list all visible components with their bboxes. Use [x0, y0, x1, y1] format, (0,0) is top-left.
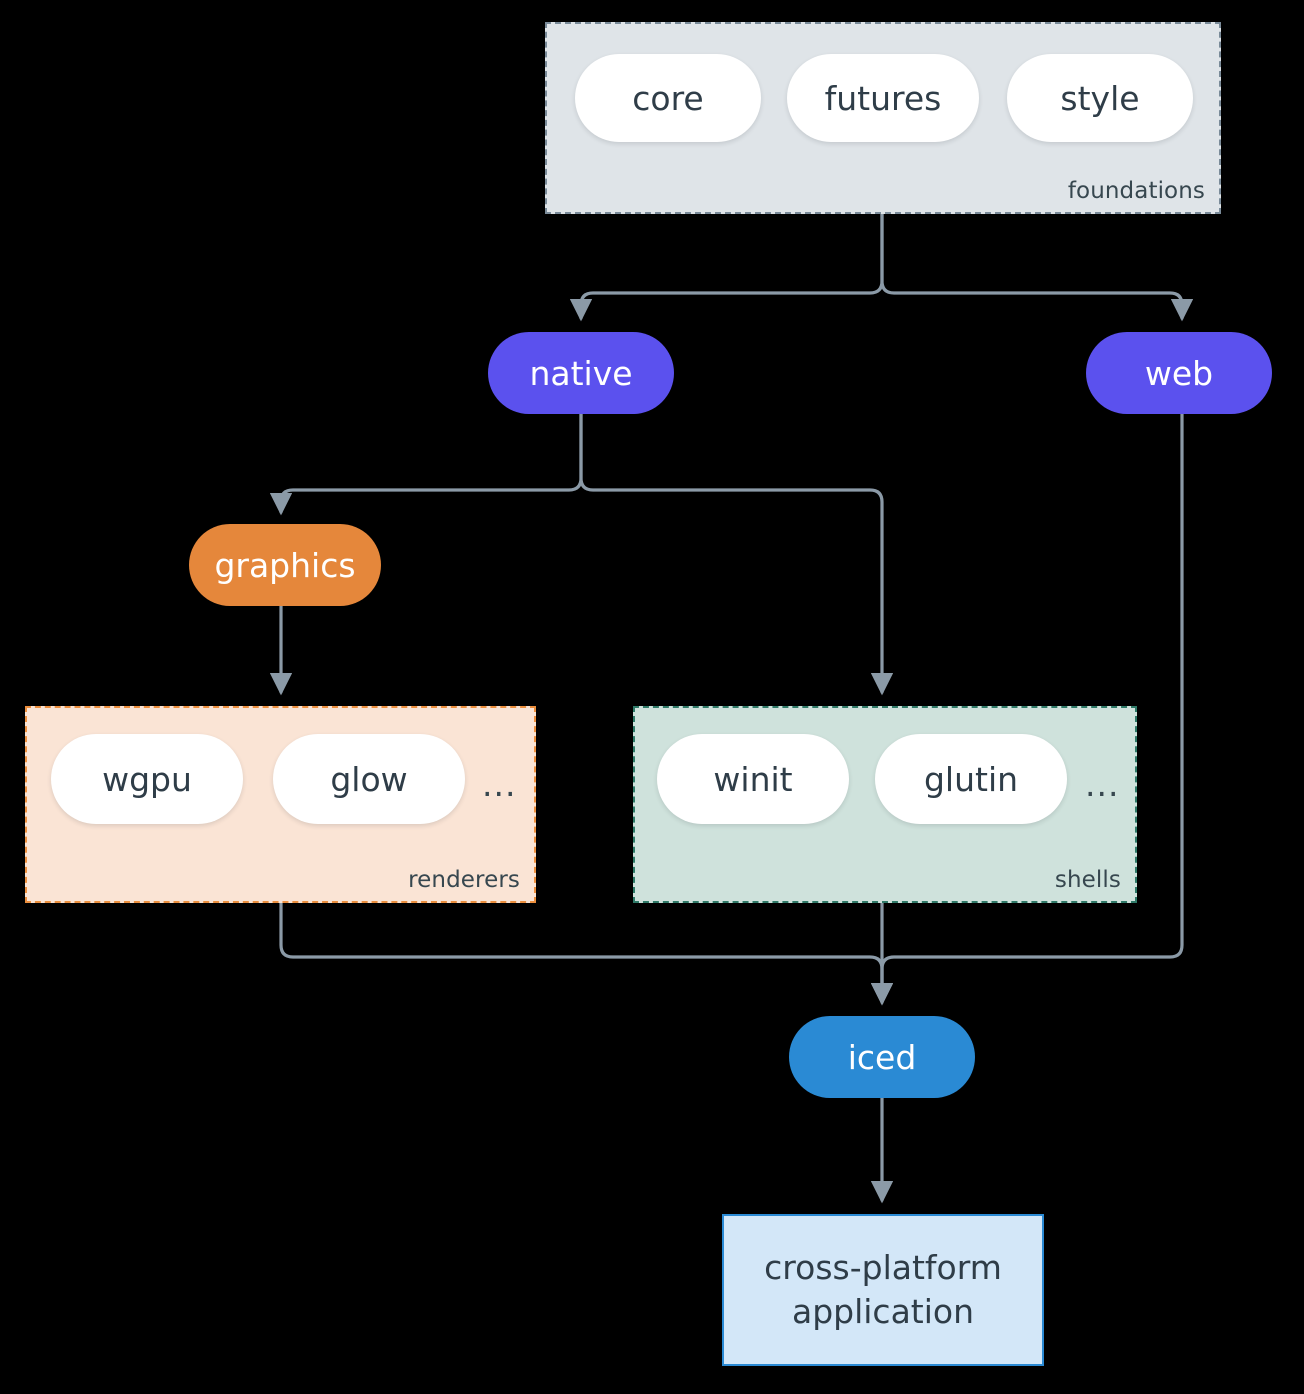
chip-winit[interactable]: winit: [657, 734, 849, 824]
chip-glutin[interactable]: glutin: [875, 734, 1067, 824]
chip-glow[interactable]: glow: [273, 734, 465, 824]
application-label-line1: cross-platform: [764, 1248, 1002, 1288]
application-label-line2: application: [791, 1292, 975, 1331]
chip-ellipsis-shells: ...: [1085, 765, 1120, 804]
node-graphics[interactable]: graphics: [189, 524, 381, 606]
chip-wgpu[interactable]: wgpu: [51, 734, 243, 824]
node-cross-platform-application[interactable]: cross-platform application: [722, 1214, 1044, 1366]
node-iced[interactable]: iced: [789, 1016, 975, 1098]
cluster-label-renderers: renderers: [408, 867, 520, 893]
cluster-label-shells: shells: [1054, 867, 1121, 893]
cluster-label-foundations: foundations: [1067, 178, 1205, 204]
cluster-renderers: wgpu glow ... renderers: [25, 706, 536, 903]
cluster-shells: winit glutin ... shells: [633, 706, 1137, 903]
edge-foundations-native: [569, 212, 884, 322]
chip-style[interactable]: style: [1007, 54, 1193, 142]
chip-core[interactable]: core: [575, 54, 761, 142]
edge-renderers-iced: [279, 901, 894, 1006]
chip-ellipsis-renderers: ...: [482, 765, 517, 804]
node-native[interactable]: native: [488, 332, 674, 414]
edge-native-graphics: [269, 412, 583, 516]
chip-futures[interactable]: futures: [787, 54, 979, 142]
cluster-foundations: core futures style foundations: [545, 22, 1221, 214]
edge-foundations-web: [880, 212, 1194, 322]
edge-native-shells: [579, 412, 894, 696]
node-web[interactable]: web: [1086, 332, 1272, 414]
